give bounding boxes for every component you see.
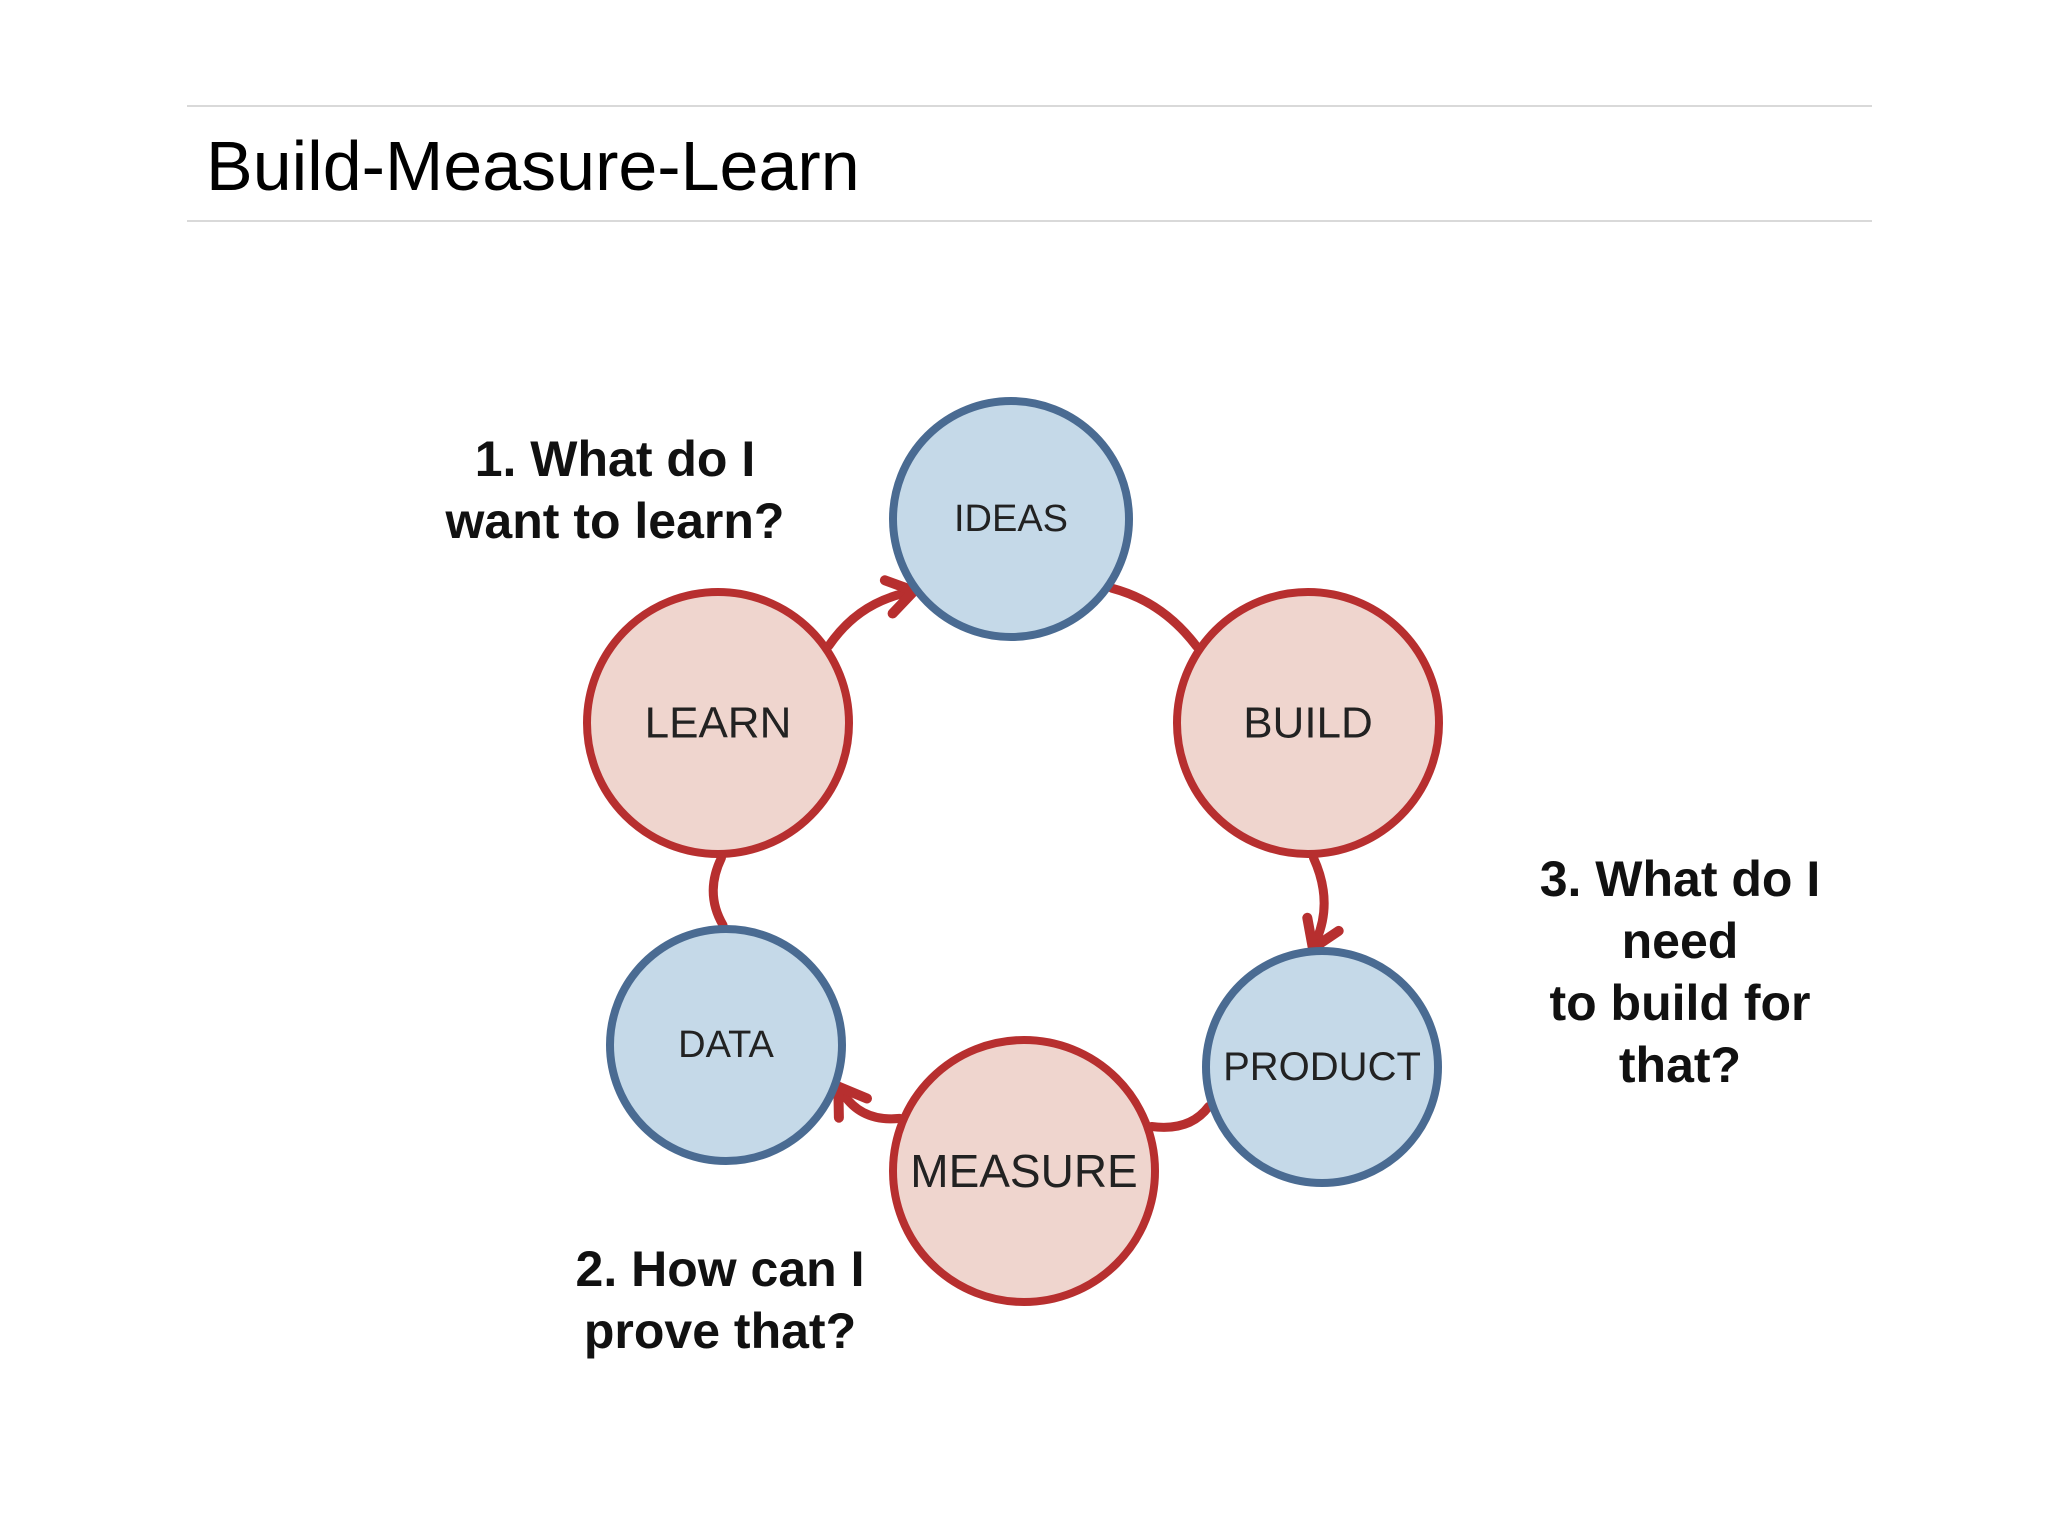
node-ideas-circle xyxy=(889,397,1133,641)
title-rule-top xyxy=(187,105,1872,107)
connector-measure-to-data xyxy=(839,1090,905,1124)
connector-build-to-product xyxy=(1309,853,1329,944)
title-rule-bottom xyxy=(187,220,1872,222)
node-product-circle xyxy=(1202,947,1442,1187)
node-ideas-label: IDEAS xyxy=(954,498,1068,540)
node-learn-label: LEARN xyxy=(645,699,792,748)
slide-title: Build-Measure-Learn xyxy=(206,127,860,205)
node-ideas: IDEAS xyxy=(889,397,1133,641)
node-product: PRODUCT xyxy=(1202,947,1442,1187)
node-build-circle xyxy=(1173,588,1443,858)
connector-product-to-measure xyxy=(1147,1102,1214,1132)
node-data-label: DATA xyxy=(678,1024,774,1066)
node-data-circle xyxy=(606,925,846,1165)
connector-data-to-learn xyxy=(708,853,728,930)
node-learn-circle xyxy=(583,588,853,858)
cycle-connectors xyxy=(708,575,1344,1132)
connector-ideas-to-build xyxy=(1107,583,1202,652)
node-data: DATA xyxy=(606,925,846,1165)
node-learn: LEARN xyxy=(583,588,853,858)
question-what-to-learn: 1. What do I want to learn? xyxy=(445,431,785,549)
question-what-to-build: 3. What do I need to build for that? xyxy=(1539,851,1821,1093)
question-how-to-prove: 2. How can I prove that? xyxy=(575,1241,865,1359)
node-measure-label: MEASURE xyxy=(910,1145,1137,1197)
node-build-label: BUILD xyxy=(1243,699,1373,748)
cycle-nodes: IDEAS BUILD PRODUCT MEASURE DATA LEARN xyxy=(583,397,1443,1306)
connector-learn-to-ideas xyxy=(824,588,909,651)
node-measure: MEASURE xyxy=(889,1036,1159,1306)
node-build: BUILD xyxy=(1173,588,1443,858)
node-measure-circle xyxy=(889,1036,1159,1306)
node-product-label: PRODUCT xyxy=(1223,1045,1421,1089)
